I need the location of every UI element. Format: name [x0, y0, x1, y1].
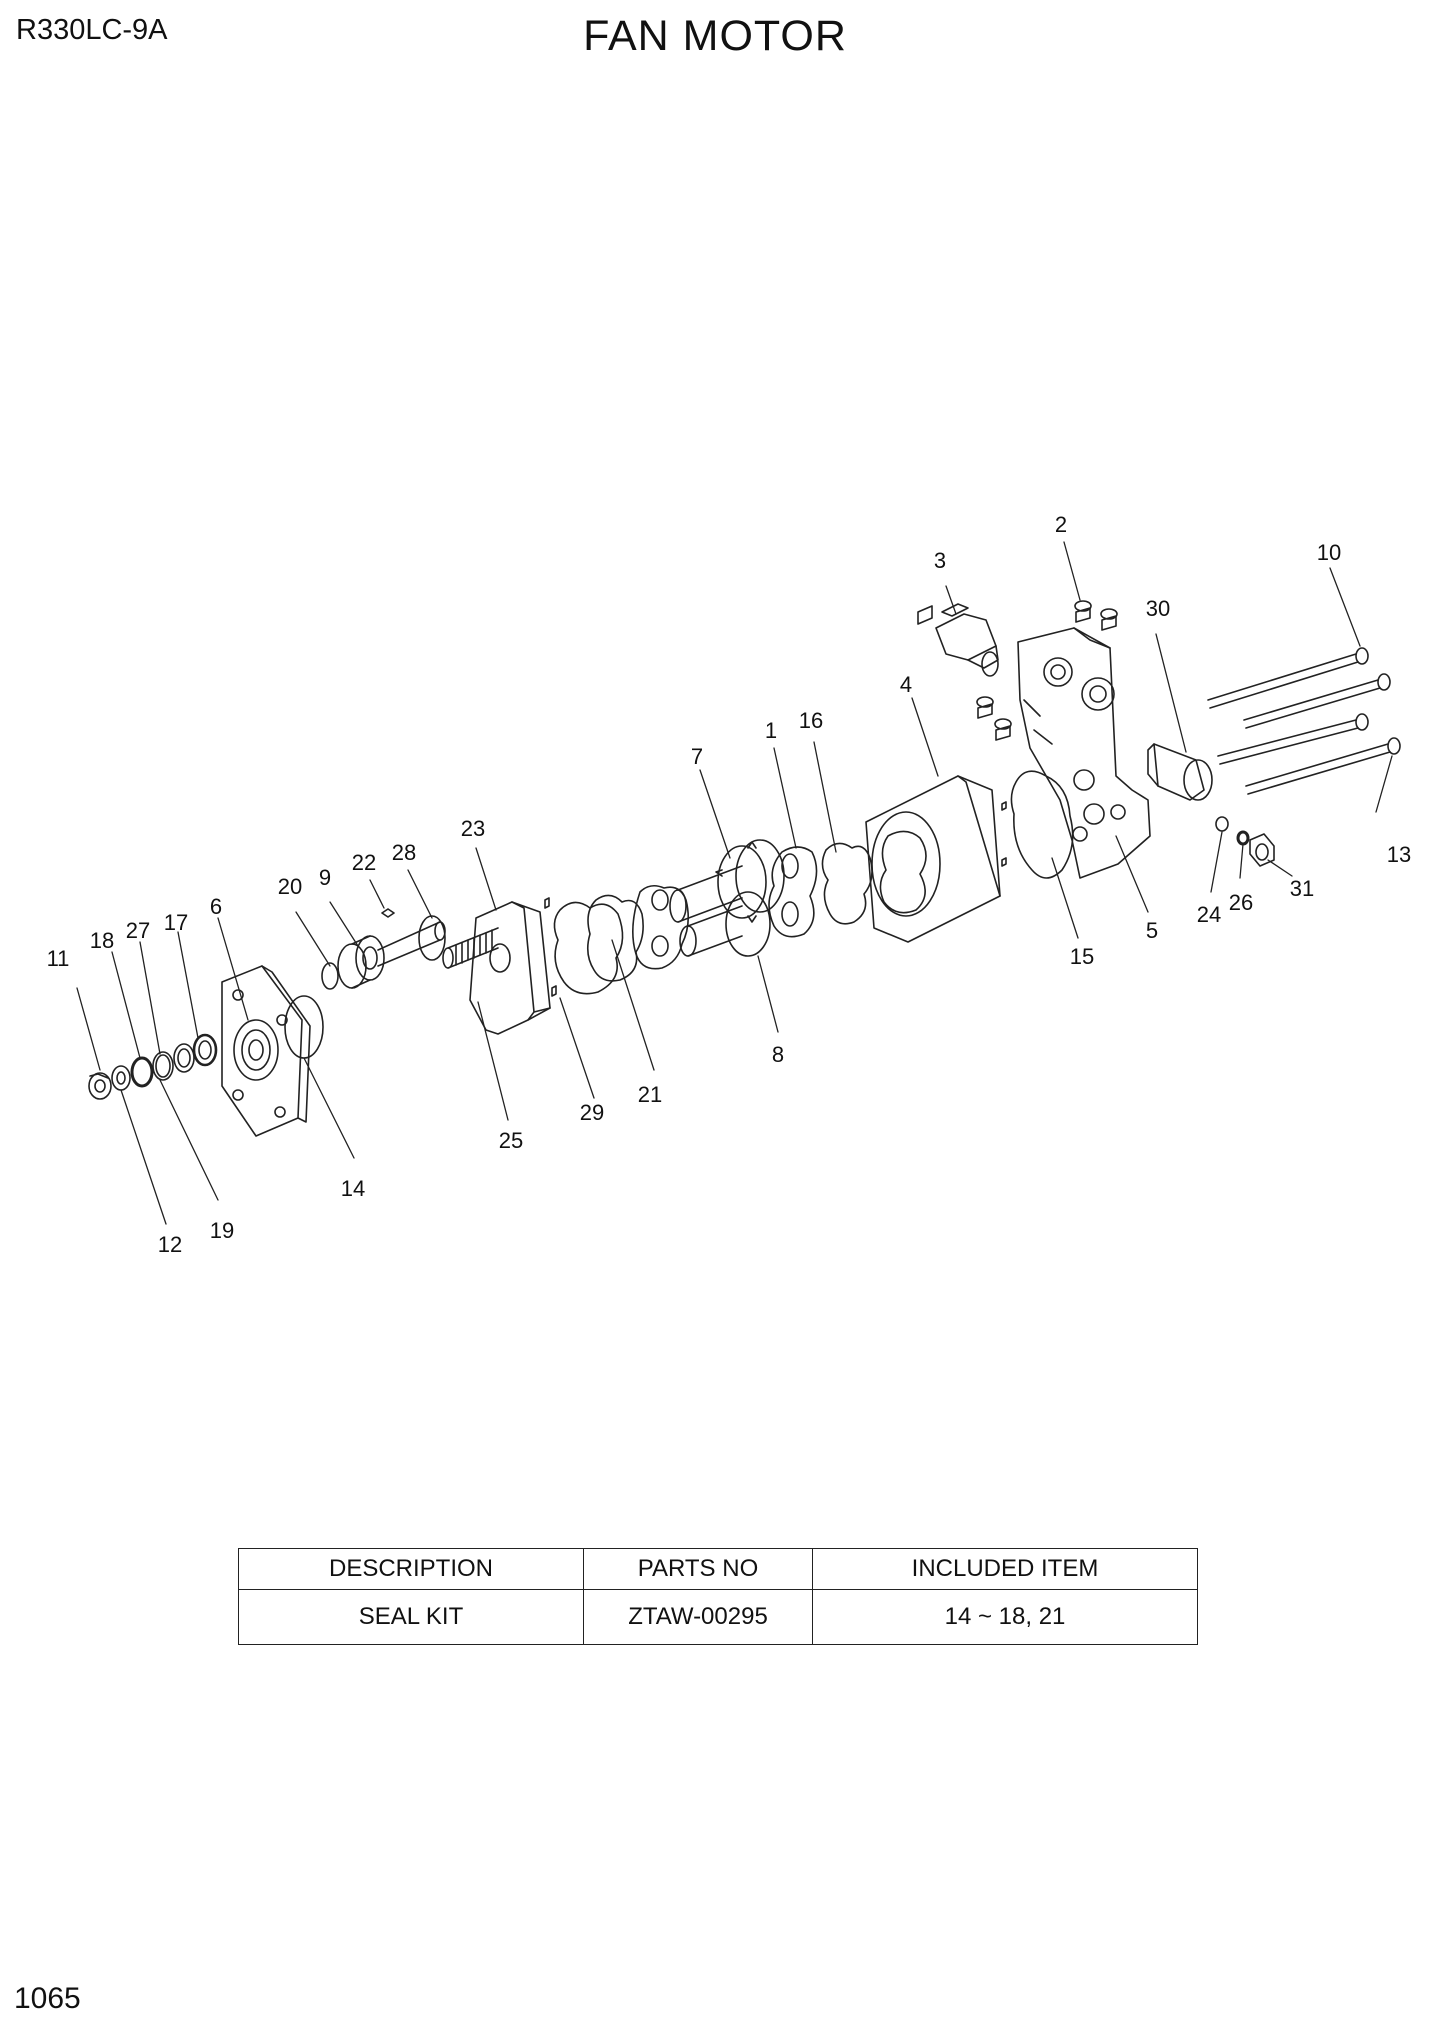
part-28-snap-ring — [418, 915, 446, 961]
callout-27: 27 — [126, 918, 150, 943]
part-27-washer — [173, 1043, 195, 1073]
callout-10: 10 — [1317, 540, 1341, 565]
model-label: R330LC-9A — [16, 14, 168, 46]
callout-1: 1 — [765, 718, 777, 743]
cell-parts-no: ZTAW-00295 — [583, 1589, 813, 1645]
part-3-solenoid — [917, 603, 999, 677]
part-16-seal — [821, 842, 873, 925]
column-header-included-item: INCLUDED ITEM — [812, 1548, 1198, 1590]
callout-25: 25 — [499, 1128, 523, 1153]
part-1-bushing — [768, 846, 818, 938]
part-4-housing — [865, 775, 1007, 943]
table-row: SEAL KIT ZTAW-00295 14 ~ 18, 21 — [238, 1589, 1198, 1645]
callout-4: 4 — [900, 672, 912, 697]
part-13-bolt — [1217, 713, 1401, 795]
seal-kit-table: DESCRIPTION PARTS NO INCLUDED ITEM SEAL … — [238, 1548, 1198, 1645]
callout-13: 13 — [1387, 842, 1411, 867]
part-14-o-ring — [284, 995, 324, 1059]
callout-15: 15 — [1070, 944, 1094, 969]
callout-24: 24 — [1197, 902, 1221, 927]
callout-11: 11 — [47, 946, 70, 971]
callout-21: 21 — [638, 1082, 662, 1107]
table-header-row: DESCRIPTION PARTS NO INCLUDED ITEM — [238, 1548, 1198, 1590]
part-26-ring — [1236, 830, 1250, 846]
part-5-valve-body — [1017, 627, 1151, 879]
callout-14: 14 — [341, 1176, 365, 1201]
callout-20: 20 — [278, 874, 302, 899]
part-31-plug — [1249, 833, 1275, 867]
part-20-snap-ring — [321, 962, 339, 990]
part-30-relief-valve — [1147, 743, 1213, 801]
callout-6: 6 — [210, 894, 222, 919]
part-10-bolt — [1207, 647, 1391, 729]
part-7-drive-gear — [669, 839, 785, 923]
callout-16: 16 — [799, 708, 823, 733]
page-number: 1065 — [14, 1982, 81, 2015]
part-wear-plate — [632, 884, 690, 970]
part-21-seal — [553, 894, 644, 995]
part-23-cover — [469, 901, 551, 1035]
part-17-seal — [192, 1033, 218, 1067]
callout-5: 5 — [1146, 918, 1158, 943]
part-6-flange — [221, 965, 311, 1137]
part-11-nut — [88, 1072, 112, 1100]
leader-lines — [76, 541, 1393, 1225]
callout-7: 7 — [691, 744, 703, 769]
part-12-washer — [111, 1065, 131, 1091]
callout-19: 19 — [210, 1218, 234, 1243]
callout-18: 18 — [90, 928, 114, 953]
part-22-key — [381, 908, 395, 918]
page-title: FAN MOTOR — [583, 12, 847, 60]
column-header-description: DESCRIPTION — [238, 1548, 584, 1590]
callout-17: 17 — [164, 910, 188, 935]
callout-30: 30 — [1146, 596, 1170, 621]
cell-description: SEAL KIT — [238, 1589, 584, 1645]
callout-31: 31 — [1290, 876, 1314, 901]
callout-28: 28 — [392, 840, 416, 865]
part-9-bearing — [337, 935, 385, 989]
callout-2: 2 — [1055, 512, 1067, 537]
part-19-snap-ring — [152, 1051, 174, 1081]
part-15-o-ring — [1010, 770, 1074, 879]
cell-included-item: 14 ~ 18, 21 — [812, 1589, 1198, 1645]
part-8-driven-gear — [679, 891, 771, 957]
callout-23: 23 — [461, 816, 485, 841]
callout-12: 12 — [158, 1232, 182, 1257]
callout-26: 26 — [1229, 890, 1253, 915]
callout-3: 3 — [934, 548, 946, 573]
part-29-pin — [544, 897, 557, 997]
callout-22: 22 — [352, 850, 376, 875]
part-18-ring — [130, 1056, 154, 1088]
callout-8: 8 — [772, 1042, 784, 1067]
part-24-washer — [1215, 816, 1229, 832]
callout-9: 9 — [319, 865, 331, 890]
callout-29: 29 — [580, 1100, 604, 1125]
part-2-plug — [976, 600, 1118, 741]
column-header-parts-no: PARTS NO — [583, 1548, 813, 1590]
